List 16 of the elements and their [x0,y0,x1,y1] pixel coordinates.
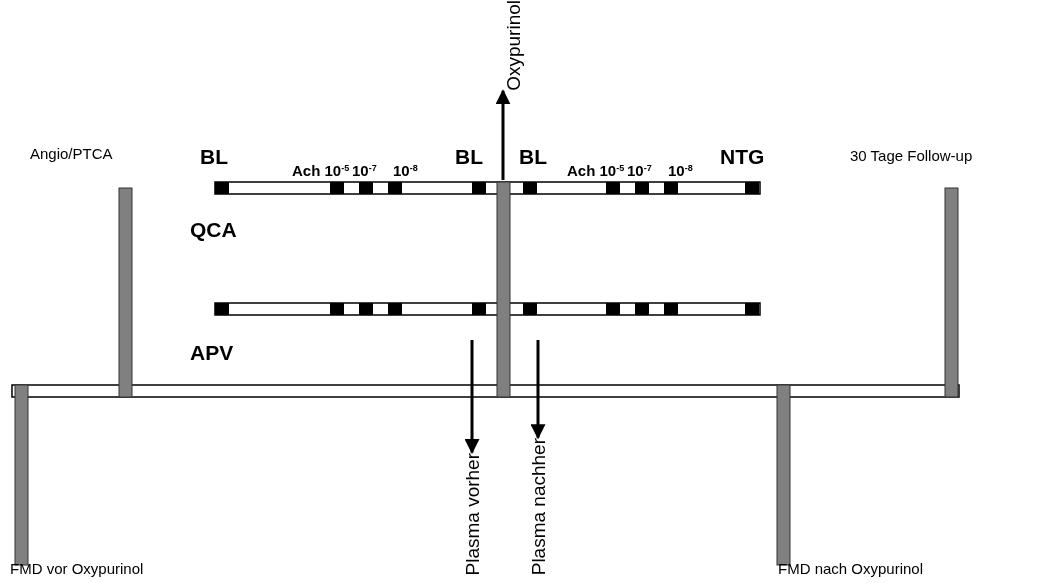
phase-label: BL [200,146,228,167]
time-point-label: FMD nach Oxypurinol [778,561,924,576]
arrow [495,89,511,180]
phase-label: APV [190,342,234,363]
arrow-label: Plasma nachher [529,437,548,575]
arrow [530,340,546,440]
phase-label: BL [519,146,547,167]
time-point-label: FMD vor Oxypurinol [10,561,144,576]
phase-label: NTG [720,146,765,167]
time-point-label: 30 Tage Follow-up [850,148,973,163]
phase-label: QCA [190,219,237,240]
arrow [464,340,480,454]
time-point-label: Angio/PTCA [30,146,113,161]
phase-label: BL [455,146,483,167]
arrow-label: Oxypurinol [504,0,523,91]
arrow-label: Plasma vorher [463,452,482,575]
